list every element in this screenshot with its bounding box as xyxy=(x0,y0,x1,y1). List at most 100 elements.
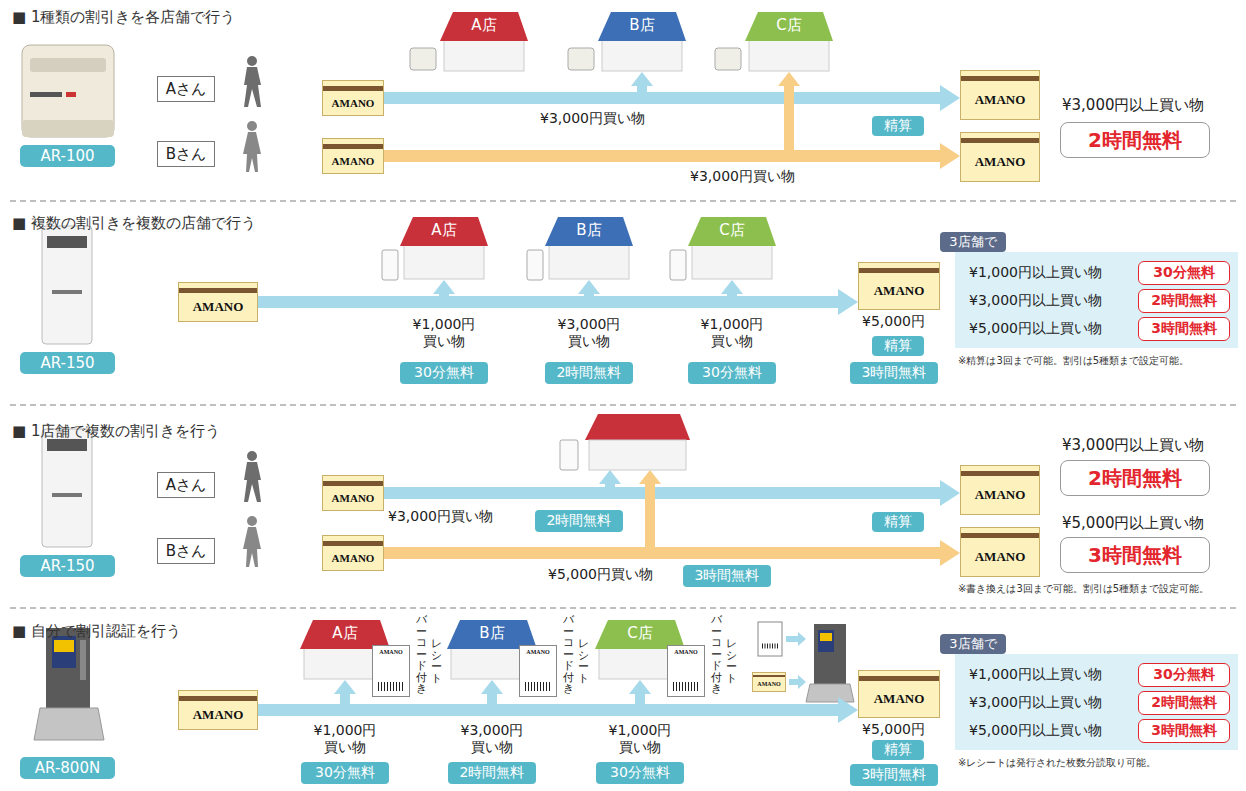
label-text: バーコード付き xyxy=(563,614,574,695)
discount-badge: 30分無料 xyxy=(688,362,776,384)
result-box: 3時間無料 xyxy=(1060,537,1210,573)
discount-badge: 3時間無料 xyxy=(850,362,938,384)
receipt: AMANO xyxy=(667,645,705,697)
node-text: AMANO xyxy=(874,283,925,299)
node-text: 3店舗で xyxy=(949,635,996,653)
card: AMANO xyxy=(752,672,786,692)
flow-arrow xyxy=(639,470,661,559)
node-text: AMANO xyxy=(526,649,549,655)
label-text: ¥3,000円 買い物 xyxy=(454,722,530,756)
node-text: AMANO xyxy=(975,549,1026,565)
shop-house: A店 xyxy=(400,215,488,280)
discount-badge: 精算 xyxy=(872,116,924,136)
node-text: 3時間無料 xyxy=(862,766,927,784)
label-text: ¥1,000円 買い物 xyxy=(307,722,383,756)
node-text: AR-150 xyxy=(40,354,94,372)
discount-panel: ¥1,000円以上買い物 ¥3,000円以上買い物 ¥5,000円以上買い物 30分無… xyxy=(955,252,1238,348)
label-text: ※精算は3回まで可能。割引は5種類まで設定可能。 xyxy=(958,354,1189,368)
node-text: AMANO xyxy=(975,154,1026,170)
card: AMANO xyxy=(960,465,1040,515)
node-text: 30分無料 xyxy=(315,764,375,782)
node-text: 30分無料 xyxy=(610,764,670,782)
group-badge: 3店舗で xyxy=(940,634,1006,654)
label-text: ¥3,000円買い物 xyxy=(690,168,795,186)
label-text: ¥1,000円 買い物 xyxy=(406,316,482,350)
flow-arrow xyxy=(384,85,960,111)
node-text: AMANO xyxy=(874,691,925,707)
label-text: ¥5,000円 xyxy=(862,721,925,739)
label-text: ¥5,000円買い物 xyxy=(548,566,653,584)
discount-box: 30分無料 xyxy=(1138,261,1230,285)
discount-box: 30分無料 xyxy=(1138,663,1230,687)
node-text: C店 xyxy=(745,16,833,35)
card: AMANO xyxy=(858,262,940,310)
discount-badge: 2時間無料 xyxy=(545,362,633,384)
label-text: ¥3,000円 買い物 xyxy=(551,316,627,350)
card: AMANO xyxy=(322,80,384,116)
node-text: AR-150 xyxy=(40,557,94,575)
node-text: AMANO xyxy=(379,649,402,655)
node-text: B店 xyxy=(545,221,633,240)
node-text: ¥5,000円以上買い物 xyxy=(969,320,1102,338)
discount-box: 2時間無料 xyxy=(1138,289,1230,313)
card: AMANO xyxy=(960,70,1040,120)
card: AMANO xyxy=(960,527,1040,577)
node-text: C店 xyxy=(688,221,776,240)
node-text: C店 xyxy=(595,624,685,643)
person-box: Bさん xyxy=(157,538,215,564)
node-text: 3時間無料 xyxy=(1151,320,1217,338)
discount-badge: 精算 xyxy=(872,740,924,760)
label-text: ※書き換えは3回まで可能。割引は5種類まで設定可能。 xyxy=(958,582,1209,596)
discount-badge: 3時間無料 xyxy=(683,565,771,587)
node-text: ¥1,000円以上買い物 xyxy=(969,264,1102,282)
node-text: AMANO xyxy=(975,92,1026,108)
card: AMANO xyxy=(322,138,384,174)
result-box: 2時間無料 xyxy=(1060,460,1210,496)
node-text: AMANO xyxy=(332,155,375,167)
label-text: ■ 1種類の割引きを各店舗で行う xyxy=(12,8,235,27)
node-text: 精算 xyxy=(884,513,912,531)
discount-badge: 3時間無料 xyxy=(850,764,938,786)
node-text: ¥5,000円以上買い物 xyxy=(969,722,1102,740)
ar100-machine xyxy=(22,45,114,137)
label-text: レシート xyxy=(578,638,589,684)
node-text: AMANO xyxy=(674,649,697,655)
kiosk-machine xyxy=(806,624,854,702)
model-badge: AR-100 xyxy=(20,145,115,167)
node-text: ¥1,000円以上買い物 xyxy=(969,666,1102,684)
shop-house xyxy=(585,414,690,470)
flow-arrow xyxy=(258,697,858,723)
discount-box: 3時間無料 xyxy=(1138,317,1230,341)
label-text: ¥3,000円以上買い物 xyxy=(1062,436,1205,455)
shop-house: C店 xyxy=(688,215,776,280)
label-text: ¥3,000円買い物 xyxy=(540,110,645,128)
node-text: AMANO xyxy=(332,97,375,109)
flow-arrow xyxy=(384,143,960,169)
discount-badge: 精算 xyxy=(872,336,924,356)
discount-badge: 2時間無料 xyxy=(448,762,536,784)
node-text: ¥3,000円以上買い物 xyxy=(969,292,1102,310)
flow-arrow xyxy=(258,289,858,315)
card: AMANO xyxy=(178,690,258,730)
label-text: レシート xyxy=(431,638,442,684)
label-text: ¥3,000円買い物 xyxy=(388,508,493,526)
node-text: 30分無料 xyxy=(1153,666,1214,684)
label-text: バーコード付き xyxy=(416,614,427,695)
receipt: AMANO xyxy=(372,645,410,697)
shop-house: B店 xyxy=(598,10,686,72)
model-badge: AR-150 xyxy=(20,352,115,374)
label-text: ¥5,000円以上買い物 xyxy=(1062,514,1205,533)
node-text: 精算 xyxy=(884,337,912,355)
node-text: 2時間無料 xyxy=(1088,465,1182,492)
model-badge: AR-150 xyxy=(20,555,115,577)
node-text: Bさん xyxy=(166,542,206,561)
node-text: 3時間無料 xyxy=(695,567,760,585)
node-text: 30分無料 xyxy=(1153,264,1214,282)
node-text: 30分無料 xyxy=(414,364,474,382)
card: AMANO xyxy=(322,475,384,511)
node-text: 2時間無料 xyxy=(460,764,525,782)
discount-badge: 精算 xyxy=(872,512,924,532)
node-text: 3店舗で xyxy=(949,233,996,251)
card: AMANO xyxy=(178,282,258,322)
flow-arrow xyxy=(384,72,800,161)
